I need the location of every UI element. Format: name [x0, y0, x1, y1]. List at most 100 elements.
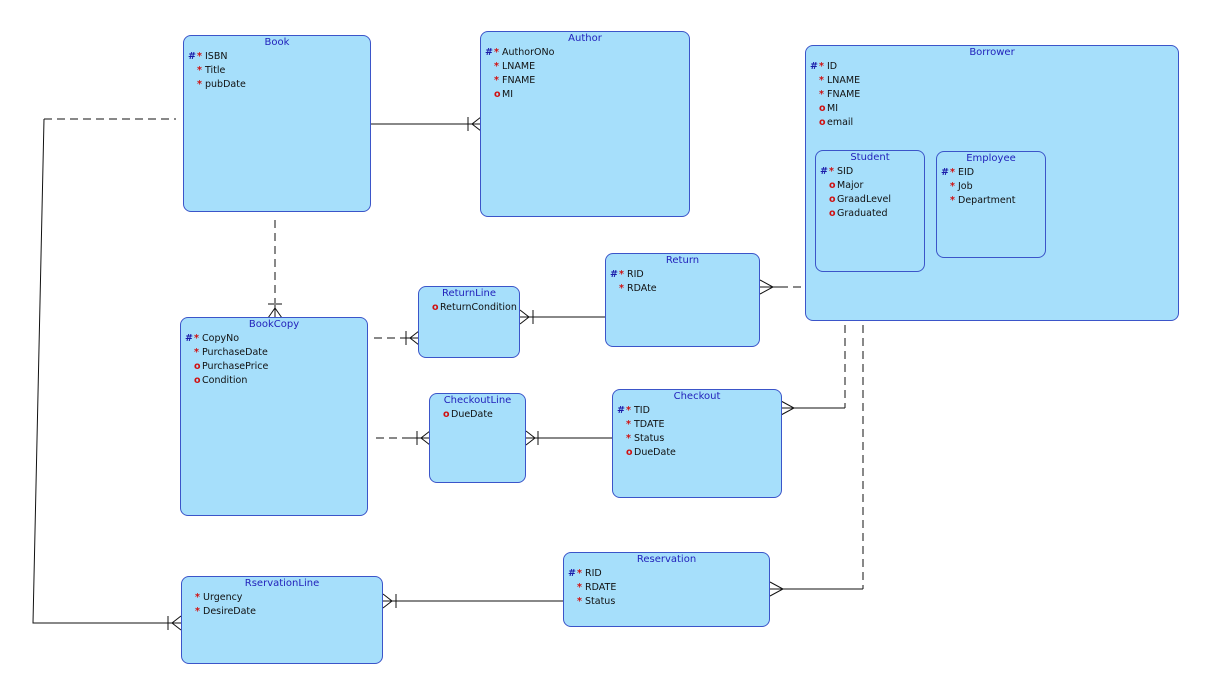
attribute-name: RID: [627, 269, 644, 280]
attribute-name: ID: [827, 61, 838, 72]
relationship-borrower-reservation: [769, 325, 864, 597]
attribute-name: Condition: [202, 375, 248, 386]
attribute-name: pubDate: [205, 79, 246, 90]
entity-title: Book: [264, 37, 290, 48]
attribute-row: *TDATE: [613, 418, 781, 432]
attribute-row: *pubDate: [184, 78, 370, 92]
attribute-name: Status: [634, 433, 665, 444]
attribute-row: *Department: [937, 194, 1045, 208]
attribute-name: ReturnCondition: [440, 302, 517, 313]
attribute-row: #*RID: [606, 268, 759, 282]
entity-book[interactable]: Book #*ISBN*Title*pubDate: [183, 35, 371, 212]
attribute-name: AuthorONo: [502, 47, 555, 58]
attribute-marker: *: [197, 51, 202, 62]
attribute-name: RDAte: [627, 283, 657, 294]
entity-title: Employee: [966, 153, 1016, 164]
entity-employee[interactable]: Employee #*EID*Job*Department: [936, 151, 1046, 258]
entity-title: ReturnLine: [441, 288, 497, 299]
identifier-marker: #: [820, 166, 828, 177]
attribute-marker: *: [950, 181, 955, 192]
attribute-name: LNAME: [827, 75, 861, 86]
attribute-marker: *: [195, 592, 200, 603]
attribute-marker: *: [577, 568, 582, 579]
attribute-name: EID: [958, 167, 975, 178]
entity-reservation[interactable]: Reservation #*RID*RDATE*Status: [563, 552, 770, 627]
attribute-marker: *: [197, 79, 202, 90]
relationship-book-author: [371, 116, 482, 132]
identifier-marker: #: [617, 405, 625, 416]
attribute-marker: *: [819, 61, 824, 72]
relationship-checkout-checkoutline: [525, 430, 613, 446]
attribute-marker: *: [197, 65, 202, 76]
attribute-marker: *: [195, 606, 200, 617]
attribute-list: #*EID*Job*Department: [937, 166, 1045, 208]
attribute-marker: *: [829, 166, 834, 177]
attribute-row: #*EID: [937, 166, 1045, 180]
attribute-marker: *: [950, 195, 955, 206]
attribute-marker: *: [494, 47, 499, 58]
attribute-name: MI: [502, 89, 513, 100]
attribute-marker: o: [494, 89, 501, 100]
entity-title: BookCopy: [248, 319, 300, 330]
attribute-marker: *: [626, 433, 631, 444]
attribute-row: #*ID: [806, 60, 1178, 74]
attribute-row: *FNAME: [481, 74, 689, 88]
relationship-return-returnline: [519, 309, 605, 325]
attribute-name: email: [827, 117, 854, 128]
attribute-name: RID: [585, 568, 602, 579]
attribute-name: Title: [205, 65, 226, 76]
attribute-row: *Urgency: [182, 591, 382, 605]
attribute-row: #*RID: [564, 567, 769, 581]
identifier-marker: #: [185, 333, 193, 344]
relationship-bookcopy-checkoutline: [376, 430, 431, 446]
entity-title: CheckoutLine: [443, 395, 512, 406]
attribute-row: *Title: [184, 64, 370, 78]
relationship-borrower-checkout: [780, 325, 846, 416]
attribute-marker: o: [194, 361, 201, 372]
relationship-bookcopy-returnline: [374, 330, 420, 346]
attribute-marker: *: [577, 582, 582, 593]
attribute-list: #*RID*RDAte: [606, 268, 759, 296]
identifier-marker: #: [810, 61, 818, 72]
attribute-row: #*SID: [816, 165, 924, 179]
attribute-row: *RDAte: [606, 282, 759, 296]
attribute-row: *Status: [564, 595, 769, 609]
attribute-name: ISBN: [205, 51, 228, 62]
entity-title: Checkout: [673, 391, 721, 402]
attribute-name: CopyNo: [202, 333, 240, 344]
entity-title: RservationLine: [244, 578, 320, 589]
entity-rservationline[interactable]: RservationLine *Urgency*DesireDate: [181, 576, 383, 664]
relationship-book-rservationline: [32, 118, 182, 631]
entity-return[interactable]: Return #*RID*RDAte: [605, 253, 760, 347]
attribute-list: *Urgency*DesireDate: [182, 591, 382, 619]
attribute-marker: o: [829, 194, 836, 205]
attribute-row: *FNAME: [806, 88, 1178, 102]
attribute-name: PurchaseDate: [202, 347, 268, 358]
attribute-name: Job: [958, 181, 973, 192]
attribute-name: Status: [585, 596, 616, 607]
relationship-borrower-return: [759, 279, 806, 295]
attribute-marker: o: [829, 208, 836, 219]
entity-title: Borrower: [969, 47, 1015, 58]
attribute-marker: *: [619, 283, 624, 294]
attribute-name: Graduated: [837, 208, 888, 219]
relationship-reservation-rservationline: [382, 593, 564, 609]
attribute-marker: o: [819, 117, 826, 128]
